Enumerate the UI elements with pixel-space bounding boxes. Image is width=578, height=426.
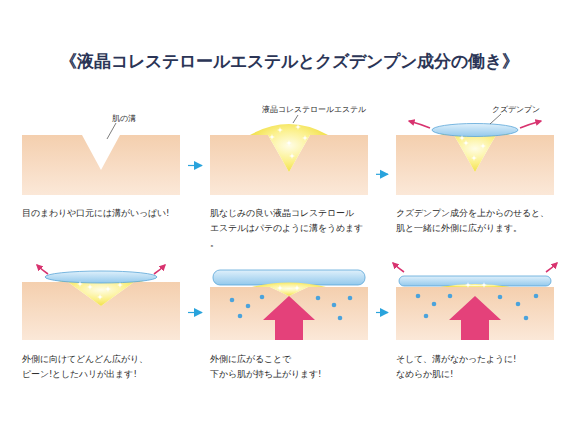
step-caption: そして、溝がなかったように! なめらか肌に! [396, 352, 554, 382]
step-arrow [188, 312, 202, 313]
step-caption: 外側に向けてどんどん広がり、 ピーン!としたハリが出ます! [22, 352, 180, 382]
step-caption: 目のまわりや口元には溝がいっぱい! [22, 206, 180, 221]
callout-label: 肌の溝 [112, 113, 136, 124]
step-arrow [376, 174, 388, 175]
step-panel: 外側に広がることで 下から肌が持ち上がります! [210, 247, 368, 382]
step-caption: クズデンプン成分を上からのせると、 肌と一緒に外側に広がります。 [396, 206, 554, 236]
skin-panel [210, 115, 368, 195]
step-panel: 外側に向けてどんどん広がり、 ピーン!としたハリが出ます! [22, 247, 180, 382]
step-panel: クズデンプン成分を上からのせると、 肌と一緒に外側に広がります。 [396, 100, 554, 238]
skin-panel [22, 123, 180, 195]
diagram-title: 《液晶コレステロールエステルとクズデンプン成分の働き》 [0, 50, 578, 73]
callout-label: 液晶コレステロールエステル [262, 104, 366, 115]
step-panel: そして、溝がなかったように! なめらか肌に! [396, 247, 554, 382]
skin-panel [396, 114, 554, 195]
step-panel: 目のまわりや口元には溝がいっぱい! [22, 100, 180, 235]
step-arrow [376, 312, 388, 313]
skin-panel [210, 270, 368, 340]
skin-panel [22, 265, 180, 340]
step-panel: 肌なじみの良い液晶コレステロール エステルはパテのように溝をうめます。 [210, 100, 368, 253]
step-arrow [188, 165, 202, 166]
callout-label: クズデンプン [492, 104, 540, 115]
step-caption: 外側に広がることで 下から肌が持ち上がります! [210, 352, 368, 382]
step-caption: 肌なじみの良い液晶コレステロール エステルはパテのように溝をうめます。 [210, 206, 368, 251]
skin-panel [393, 263, 557, 340]
